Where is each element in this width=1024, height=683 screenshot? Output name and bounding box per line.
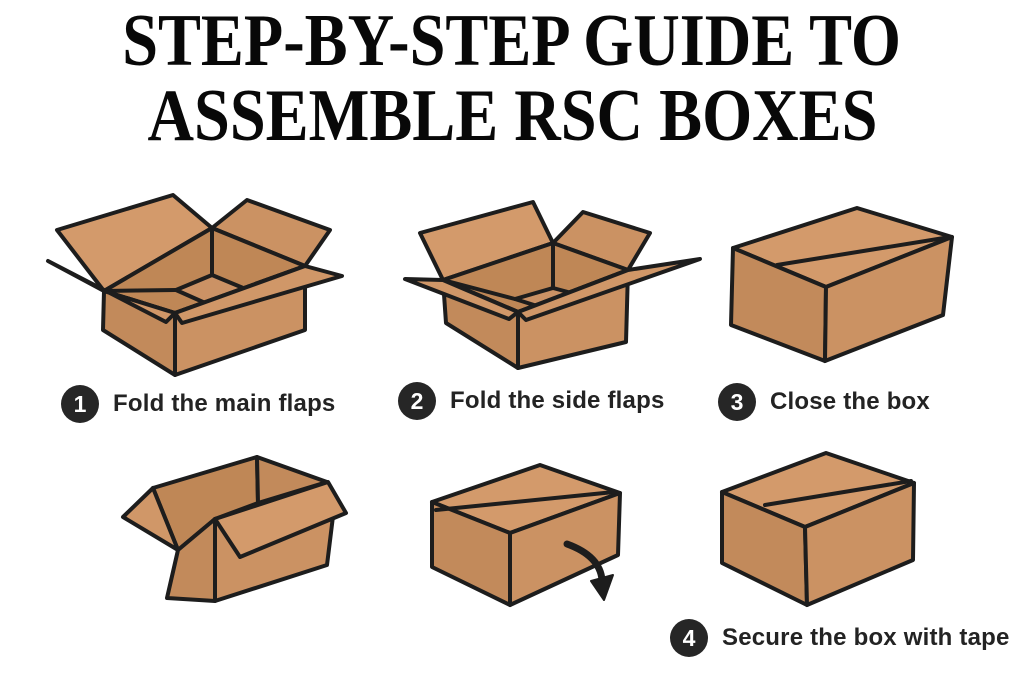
illustration-box-flaps-closing bbox=[90, 450, 370, 610]
box-right-face bbox=[508, 491, 622, 607]
step-4-label: Secure the box with tape bbox=[722, 624, 1010, 651]
box-side-folded-svg bbox=[403, 200, 702, 370]
illustration-box-closed-taped bbox=[690, 430, 1010, 620]
box-closed-svg bbox=[729, 206, 954, 363]
step-4-number-badge: 4 bbox=[670, 619, 708, 657]
box-flip-svg bbox=[430, 463, 622, 607]
step-3-number-badge: 3 bbox=[718, 383, 756, 421]
illustration-box-closed bbox=[720, 195, 965, 375]
title-line-2: ASSEMBLE RSC BOXES bbox=[147, 75, 877, 157]
illustration-box-closed-flip-arrow bbox=[400, 440, 670, 620]
step-2-label-row: 2 Fold the side flaps bbox=[398, 381, 665, 421]
box-flap-folding-down bbox=[213, 480, 348, 559]
step-1-number-badge: 1 bbox=[61, 385, 99, 423]
step-4-label-row: 4 Secure the box with tape bbox=[670, 618, 1010, 658]
flap-seam-line bbox=[763, 479, 913, 507]
box-taped-svg bbox=[720, 451, 916, 607]
step-1-label: Fold the main flaps bbox=[113, 390, 336, 417]
box-closing-svg bbox=[121, 455, 348, 603]
box-right-face bbox=[803, 481, 916, 607]
box-side-flap-open bbox=[121, 486, 180, 552]
step-2-label: Fold the side flaps bbox=[450, 387, 665, 414]
step-1-label-row: 1 Fold the main flaps bbox=[61, 384, 335, 424]
flap-seam-line bbox=[434, 490, 616, 512]
illustration-box-all-flaps-open bbox=[20, 180, 370, 380]
flap-seam-line bbox=[775, 235, 952, 267]
title-line-1: STEP-BY-STEP GUIDE TO bbox=[122, 0, 902, 82]
step-3-label: Close the box bbox=[770, 388, 930, 415]
box-right-face bbox=[823, 235, 954, 363]
page-title: STEP-BY-STEP GUIDE TO ASSEMBLE RSC BOXES bbox=[0, 4, 1024, 154]
step-3-label-row: 3 Close the box bbox=[718, 382, 930, 422]
box-inner-walls bbox=[151, 455, 329, 552]
step-2-number-badge: 2 bbox=[398, 382, 436, 420]
flip-arrow-icon bbox=[563, 540, 614, 601]
illustration-box-side-flap-folded bbox=[390, 180, 710, 380]
box-folded-side-flaps bbox=[403, 257, 702, 322]
box-open-svg bbox=[46, 193, 344, 377]
box-front-flaps bbox=[46, 259, 344, 325]
